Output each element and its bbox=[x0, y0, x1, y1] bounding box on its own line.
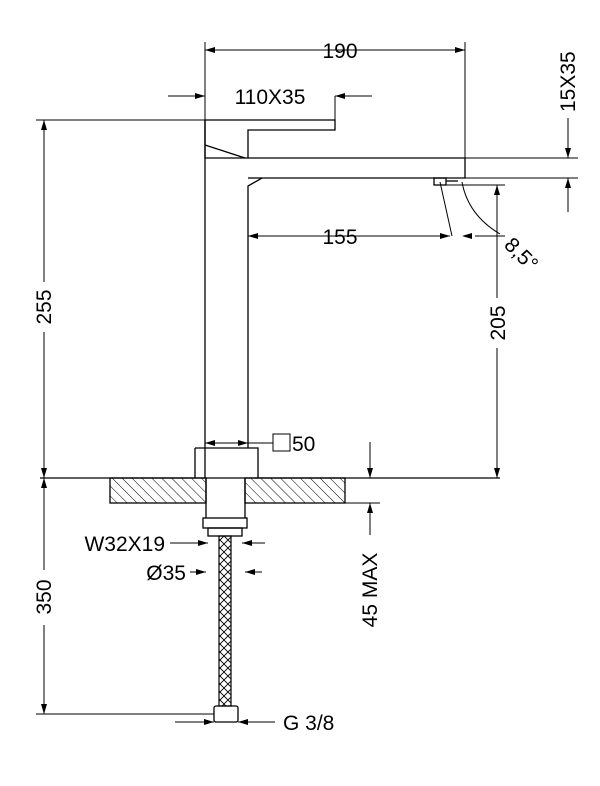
dim-g38: G 3/8 bbox=[175, 712, 334, 735]
dim-205-label: 205 bbox=[487, 305, 510, 340]
countertop bbox=[40, 477, 500, 504]
dim-255-label: 255 bbox=[33, 289, 56, 324]
dim-w32x19: W32X19 bbox=[84, 533, 265, 556]
dim-dia35-label: Ø35 bbox=[146, 562, 186, 585]
base-collar bbox=[194, 447, 259, 478]
dim-50-label: 50 bbox=[292, 433, 315, 456]
dim-dia35: Ø35 bbox=[146, 562, 262, 585]
dim-50: 50 bbox=[205, 433, 315, 456]
dim-155: 155 bbox=[248, 181, 453, 249]
dim-g38-label: G 3/8 bbox=[283, 712, 334, 735]
dim-15x35: 15X35 bbox=[465, 51, 580, 212]
dim-255: 255 bbox=[33, 119, 205, 478]
dim-350: 350 bbox=[33, 478, 214, 715]
dim-155-label: 155 bbox=[322, 226, 357, 249]
dim-15x35-label: 15X35 bbox=[557, 51, 580, 112]
dim-110x35: 110X35 bbox=[168, 86, 372, 120]
dim-angle: 8,5° bbox=[461, 181, 542, 276]
dim-190-label: 190 bbox=[322, 40, 357, 63]
dim-110x35-label: 110X35 bbox=[235, 86, 306, 109]
dim-45-max-label: 45 MAX bbox=[359, 553, 382, 628]
braided-hose bbox=[218, 535, 232, 707]
hose-fitting bbox=[213, 705, 239, 723]
mounting-nut bbox=[202, 517, 248, 529]
dim-205: 205 bbox=[446, 184, 510, 478]
faucet-body bbox=[194, 119, 466, 478]
dim-w32x19-label: W32X19 bbox=[84, 533, 165, 556]
spout-outline bbox=[247, 157, 466, 448]
dim-190: 190 bbox=[204, 40, 466, 158]
shank-assembly bbox=[202, 478, 248, 723]
dim-angle-label: 8,5° bbox=[499, 233, 542, 276]
dim-45-max: 45 MAX bbox=[345, 442, 382, 627]
square-symbol-icon bbox=[272, 433, 291, 452]
dim-350-label: 350 bbox=[33, 579, 56, 614]
handle-lever bbox=[204, 119, 336, 159]
